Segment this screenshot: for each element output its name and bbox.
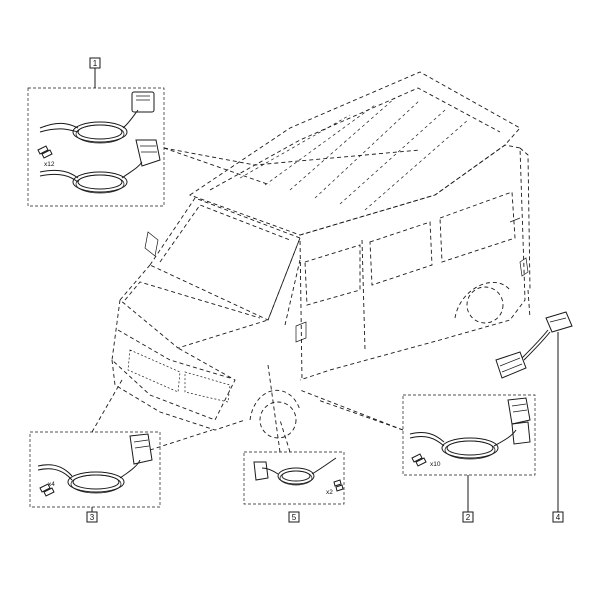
kit-2-quantity: x10 [430, 461, 441, 468]
svg-text:4: 4 [556, 513, 561, 522]
callout-3: 3 [86, 511, 98, 523]
kit-3-quantity: x4 [48, 481, 55, 488]
kit-3-frame [29, 431, 161, 508]
kit-4 [495, 311, 573, 379]
kit-4-connector-lower [495, 351, 527, 379]
kit-5-frame [243, 451, 345, 505]
kit-3-connector [129, 433, 153, 465]
kit-2-frame [402, 394, 536, 476]
kit-2: x10 [402, 394, 536, 476]
kit-1-connector-lower [135, 139, 161, 167]
svg-text:5: 5 [292, 513, 297, 522]
kit-1-quantity: x12 [44, 161, 55, 168]
svg-text:1: 1 [93, 59, 98, 68]
kit-5: x2 [243, 451, 345, 505]
kit-1-harness-upper [39, 91, 155, 144]
kit-1-connector-upper [131, 91, 155, 113]
kit-4-connector-upper [545, 311, 573, 333]
kit-1-frame [27, 87, 165, 207]
kit-1: x12 [27, 68, 165, 207]
kit-3: x4 [29, 431, 161, 512]
svg-text:3: 3 [90, 513, 95, 522]
callout-2: 2 [462, 511, 474, 523]
kit-2-connector-upper [507, 397, 531, 425]
kit-5-quantity: x2 [326, 489, 333, 496]
kit-2-connector-lower [511, 421, 531, 445]
van-illustration [111, 71, 531, 439]
callout-1: 1 [89, 57, 101, 69]
svg-text:2: 2 [466, 513, 471, 522]
callout-4: 4 [552, 511, 564, 523]
callout-5: 5 [288, 511, 300, 523]
kit-1-harness-lower [39, 139, 161, 194]
kit-5-connector [253, 461, 269, 481]
kit-1-terminals: x12 [37, 145, 55, 168]
